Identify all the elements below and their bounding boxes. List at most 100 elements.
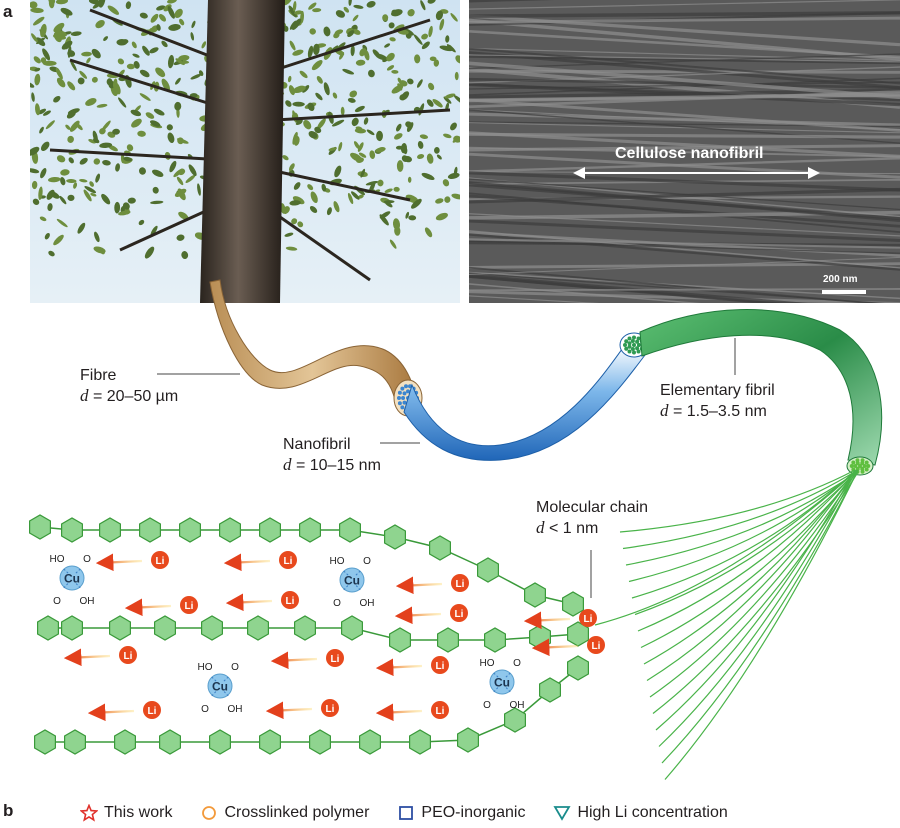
leaf [145,112,155,119]
leaf [36,37,46,45]
leaf [37,108,47,115]
li-transport-arrow [63,648,111,667]
copper-label: Cu [64,572,80,586]
nanofibril-texture [469,14,900,47]
leaf [95,20,105,29]
leaf [66,179,77,183]
leaf [167,54,175,69]
leaf [420,0,426,11]
leaf [32,198,40,205]
lithium-ion [281,591,299,609]
hydroxyl-label: HO [330,556,345,567]
hydroxyl-label: O [53,596,61,607]
fibre-label: Fibre d = 20–50 µm [80,366,178,407]
coordination-bond [343,570,350,577]
fibril-dot [400,386,405,391]
leaf [368,69,375,78]
leaf [417,140,424,149]
leaf [309,28,316,35]
leaf [42,48,51,61]
leaf [176,176,184,186]
coordination-bond [63,582,70,589]
leaf [30,7,44,13]
fibril-dot [400,405,405,410]
nanofibril-strand [403,344,646,461]
leaf [386,52,395,62]
hydroxyl-label: O [333,598,341,609]
lithium-ion [143,701,161,719]
leaf [293,85,306,93]
leaf [358,194,364,199]
coordination-bond [63,568,70,575]
lithium-ion [450,604,468,622]
leaf [427,0,436,4]
nanofibril-texture [469,16,900,24]
leaf [40,23,47,38]
hydroxyl-label: HO [198,662,213,673]
leaf [155,67,166,78]
leaf [288,163,295,172]
leaf [285,246,298,251]
leaf [288,5,297,18]
leaf [292,0,297,12]
legend-label: PEO-inorganic [421,804,526,821]
fibril-dot [630,338,635,343]
leaf [391,9,403,17]
leaf [343,6,350,13]
glucose-hexagon [384,524,406,550]
legend-label: This work [104,804,173,821]
leaf [453,135,460,143]
leaf [163,4,172,12]
leaf [360,168,366,178]
leaf [352,14,359,22]
molecular-chain-strand [646,469,857,682]
fibril-dot [402,391,407,396]
leaf [169,160,177,173]
leaf [152,169,164,177]
glucose-hexagon [109,615,131,641]
leaf [351,117,359,127]
nanofibril-texture [469,240,900,254]
leaf [150,120,161,127]
leaf [393,186,400,192]
leaf [289,40,296,51]
leaf [369,150,376,160]
leaf [432,98,443,108]
lithium-label: Li [436,706,445,717]
li-transport-arrow [523,611,571,630]
panel-label-a: a [3,2,13,21]
lithium-label: Li [331,654,340,665]
leaf [30,82,35,88]
leaf [48,176,61,183]
leaf [161,40,168,48]
glucose-hexagon [34,729,56,755]
leaf [307,184,314,191]
leaf [40,168,47,179]
nanofibril-texture [469,273,805,303]
tree-photo [30,0,460,303]
leaf [307,45,314,58]
leaf [68,157,74,164]
leaf [416,79,423,88]
lithium-ion [579,609,597,627]
nanofibril-texture [469,11,900,18]
fibril-dot [623,343,627,347]
leaf [347,30,355,37]
hydroxyl-label: O [231,662,239,673]
leaf [70,59,77,72]
coordination-bond [211,676,218,683]
leaf [99,142,113,149]
leaf [123,156,133,162]
glucose-hexagon [29,514,51,540]
leaf [149,47,159,54]
sem-micrograph [469,0,900,303]
leaf [70,31,82,36]
leaf [67,81,76,91]
leaf [407,176,412,183]
molecular-chain-strand [622,470,857,550]
leaf [53,234,64,246]
li-transport-arrow [375,658,423,677]
glucose-hexagon [219,517,241,543]
leaf [60,177,66,186]
leaf [335,10,345,18]
